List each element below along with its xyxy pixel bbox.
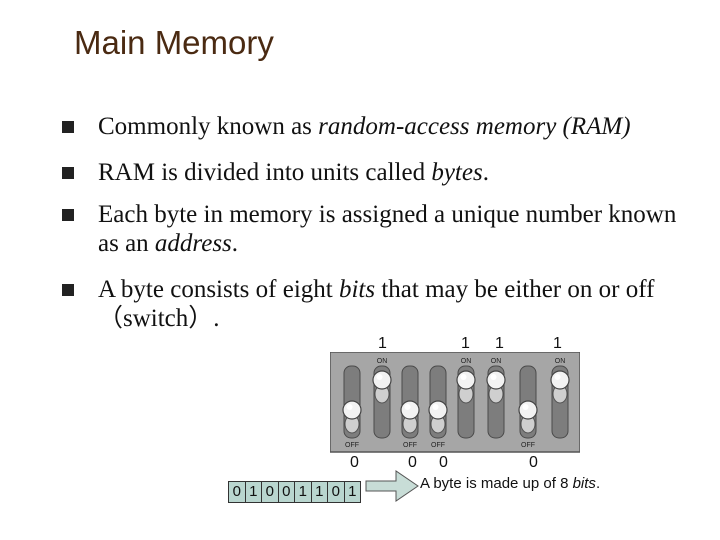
switch-on: ON: [550, 358, 570, 439]
switch-panel: OFF ON OFF OFF ON ON OFF ON: [330, 352, 580, 453]
byte-bit-cell: 0: [327, 482, 344, 502]
switch-on: ON: [486, 358, 506, 439]
switch-knob-highlight: [522, 404, 529, 410]
bullet-3-italic: address: [154, 230, 232, 257]
byte-bit-cell: 1: [310, 482, 327, 502]
caption-text: A byte is made up of 8: [420, 475, 573, 492]
bullet-marker: [62, 209, 74, 221]
bullet-marker: [62, 284, 74, 296]
switch-knob: [372, 370, 392, 390]
switch-off-label: OFF: [431, 442, 445, 449]
switch-knob-highlight: [346, 404, 353, 410]
bit-label-on: 1: [553, 335, 562, 352]
switch-knob: [486, 370, 506, 390]
switch-off: OFF: [400, 365, 420, 449]
byte-bit-cell: 1: [343, 482, 360, 502]
bullet-1-part: Commonly known as: [98, 113, 319, 140]
bit-label-off: 0: [408, 454, 417, 471]
bullet-4-italic: bits: [338, 276, 376, 303]
switch-knob: [342, 400, 362, 420]
switch-off: OFF: [342, 365, 362, 449]
switch-on-label: ON: [555, 358, 566, 365]
bullet-text-3: Each byte in memory is assigned a unique…: [98, 200, 683, 258]
bullet-3-part: Each byte in memory is assigned a unique…: [98, 201, 677, 257]
switch-knob-highlight: [460, 374, 467, 380]
switch-on-label: ON: [461, 358, 472, 365]
switch-off: OFF: [428, 365, 448, 449]
bullet-2-part: RAM is divided into units called: [98, 159, 432, 186]
bullet-2-end: .: [482, 159, 489, 186]
bullet-4-end: that may be either on or off（switch）.: [98, 276, 655, 332]
bullet-marker: [62, 121, 74, 133]
bullet-3-end: .: [231, 230, 239, 257]
switch-off-label: OFF: [345, 442, 359, 449]
caption-italic: bits: [572, 475, 596, 492]
bullet-2-italic: bytes: [431, 159, 483, 186]
byte-caption: A byte is made up of 8 bits.: [420, 475, 600, 492]
switch-knob-highlight: [404, 404, 411, 410]
byte-bit-cell: 1: [244, 482, 261, 502]
bit-label-off: 0: [529, 454, 538, 471]
arrow-icon: [365, 470, 419, 502]
switch-knob-highlight: [376, 374, 383, 380]
byte-bit-cell: 0: [261, 482, 278, 502]
switch-knob: [456, 370, 476, 390]
switch-on: ON: [456, 358, 476, 439]
byte-bit-cell: 1: [294, 482, 311, 502]
bit-label-on: 1: [461, 335, 470, 352]
switch-knob: [550, 370, 570, 390]
bullet-4-part: A byte consists of eight: [98, 276, 339, 303]
bullet-1-italic: random-access memory (RAM): [318, 113, 631, 140]
switch-off-label: OFF: [403, 442, 417, 449]
switch-off-label: OFF: [521, 442, 535, 449]
caption-end: .: [595, 475, 601, 492]
bullet-text-1: Commonly known as random-access memory (…: [98, 112, 698, 141]
switch-knob: [400, 400, 420, 420]
byte-bit-cell: 0: [277, 482, 294, 502]
switch-on-label: ON: [377, 358, 388, 365]
switch-knob: [428, 400, 448, 420]
bit-label-off: 0: [350, 454, 359, 471]
byte-bit-cell: 0: [229, 482, 245, 502]
switch-knob-highlight: [432, 404, 439, 410]
switch-off: OFF: [518, 365, 538, 449]
switch-knob: [518, 400, 538, 420]
slide-title: Main Memory: [74, 24, 274, 61]
switch-on-label: ON: [491, 358, 502, 365]
bit-label-on: 1: [495, 335, 504, 352]
bullet-text-4: A byte consists of eight bits that may b…: [98, 275, 693, 333]
switch-knob-highlight: [490, 374, 497, 380]
switch-knob-highlight: [554, 374, 561, 380]
bullet-marker: [62, 167, 74, 179]
panel-background: [330, 352, 580, 453]
bit-label-on: 1: [378, 335, 387, 352]
switch-on: ON: [372, 358, 392, 439]
bullet-text-2: RAM is divided into units called bytes.: [98, 158, 698, 187]
bit-label-off: 0: [439, 454, 448, 471]
